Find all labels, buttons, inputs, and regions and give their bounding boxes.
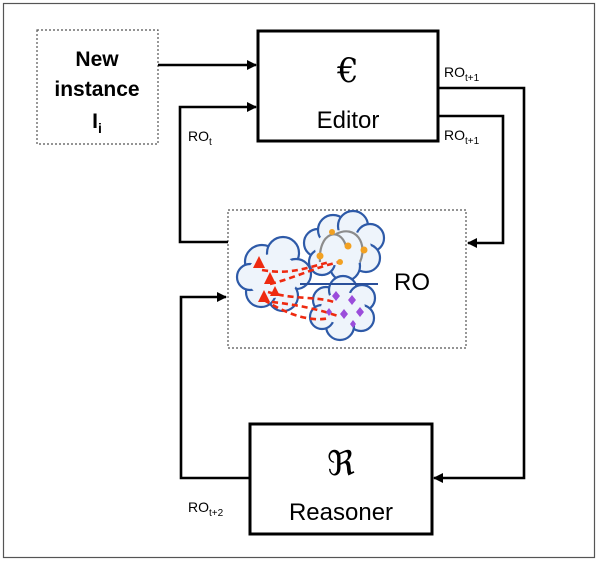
editor-box: € Editor [256,29,440,143]
triangles [253,256,280,302]
ontology-illustration [235,209,386,342]
dashed-links [261,260,341,321]
ontology-box: RO [227,209,467,349]
edge-label-ro-t1-top: ROt+1 [444,64,480,84]
edge-label-ro-t: ROt [188,128,212,148]
editor-symbol: € [336,51,359,91]
ontology-label: RO [394,269,430,296]
editor-label: Editor [317,107,380,134]
diamonds [326,291,364,328]
edge-label-ro-t2: ROt+2 [188,499,224,519]
reasoner-box: ℜ Reasoner [248,422,434,536]
arrow-editor-to-ontology [438,114,505,248]
connectors [158,60,526,483]
arrow-reasoner-to-ontology [179,292,250,480]
new-instance-line1: New [75,48,119,71]
arrow-ontology-to-editor [178,102,257,244]
dots [316,229,368,265]
new-instance-box: New instance Ii [36,29,159,145]
new-instance-line3: Ii [92,110,102,136]
arrow-editor-to-reasoner [433,86,526,483]
edge-label-ro-t1-mid: ROt+1 [444,127,480,147]
new-instance-line2: instance [54,78,139,101]
reasoner-label: Reasoner [289,499,393,526]
reasoner-symbol: ℜ [327,444,355,484]
